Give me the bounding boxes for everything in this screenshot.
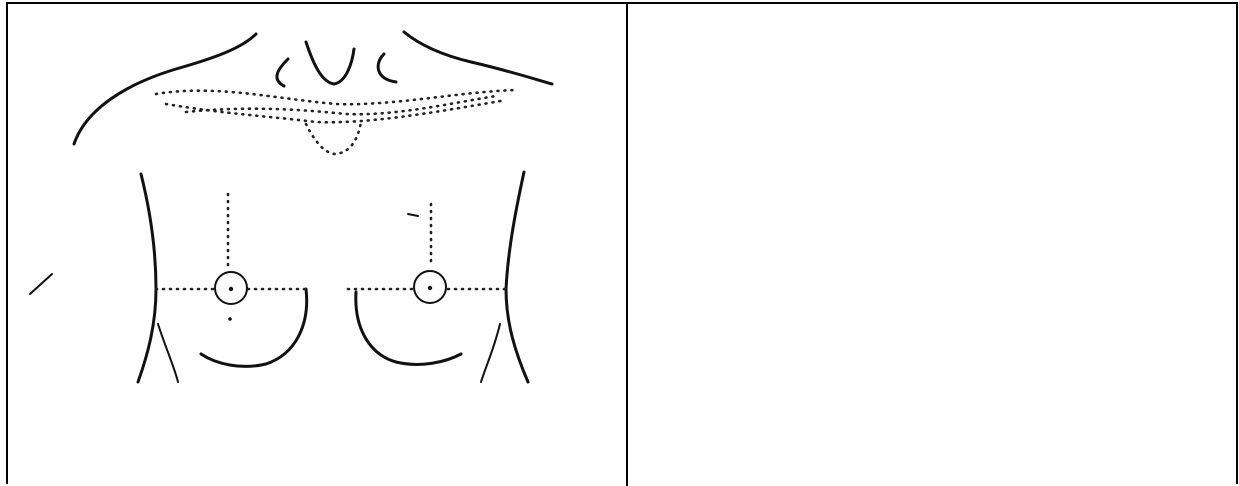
table bbox=[6, 2, 1238, 484]
right-shoulder-outline bbox=[404, 32, 552, 84]
left-shoulder-outline bbox=[74, 34, 256, 144]
clavicle-dotted-lower bbox=[166, 100, 506, 122]
below-nipple-dot bbox=[228, 317, 232, 321]
left-breast-curve bbox=[356, 292, 461, 364]
left-flank-line bbox=[158, 324, 178, 382]
right-breast-curve bbox=[201, 289, 307, 366]
sternal-notch-dotted bbox=[306, 122, 361, 154]
margin-stroke bbox=[30, 274, 52, 294]
neck-center-line bbox=[306, 42, 354, 84]
clavicle-dotted-mid bbox=[186, 96, 496, 114]
diagram-cell bbox=[8, 4, 626, 484]
chest-line-drawing bbox=[16, 4, 556, 414]
right-nipple-dot bbox=[229, 287, 233, 291]
left-tick-mark bbox=[408, 214, 418, 216]
neck-right-line bbox=[378, 54, 396, 82]
right-flank-line bbox=[481, 324, 500, 382]
empty-cell bbox=[628, 4, 1236, 484]
right-torso-outline bbox=[506, 172, 528, 382]
left-torso-outline bbox=[138, 174, 156, 382]
neck-left-line bbox=[277, 59, 288, 86]
left-nipple-dot bbox=[428, 286, 432, 290]
clavicle-dotted-upper bbox=[156, 90, 516, 104]
